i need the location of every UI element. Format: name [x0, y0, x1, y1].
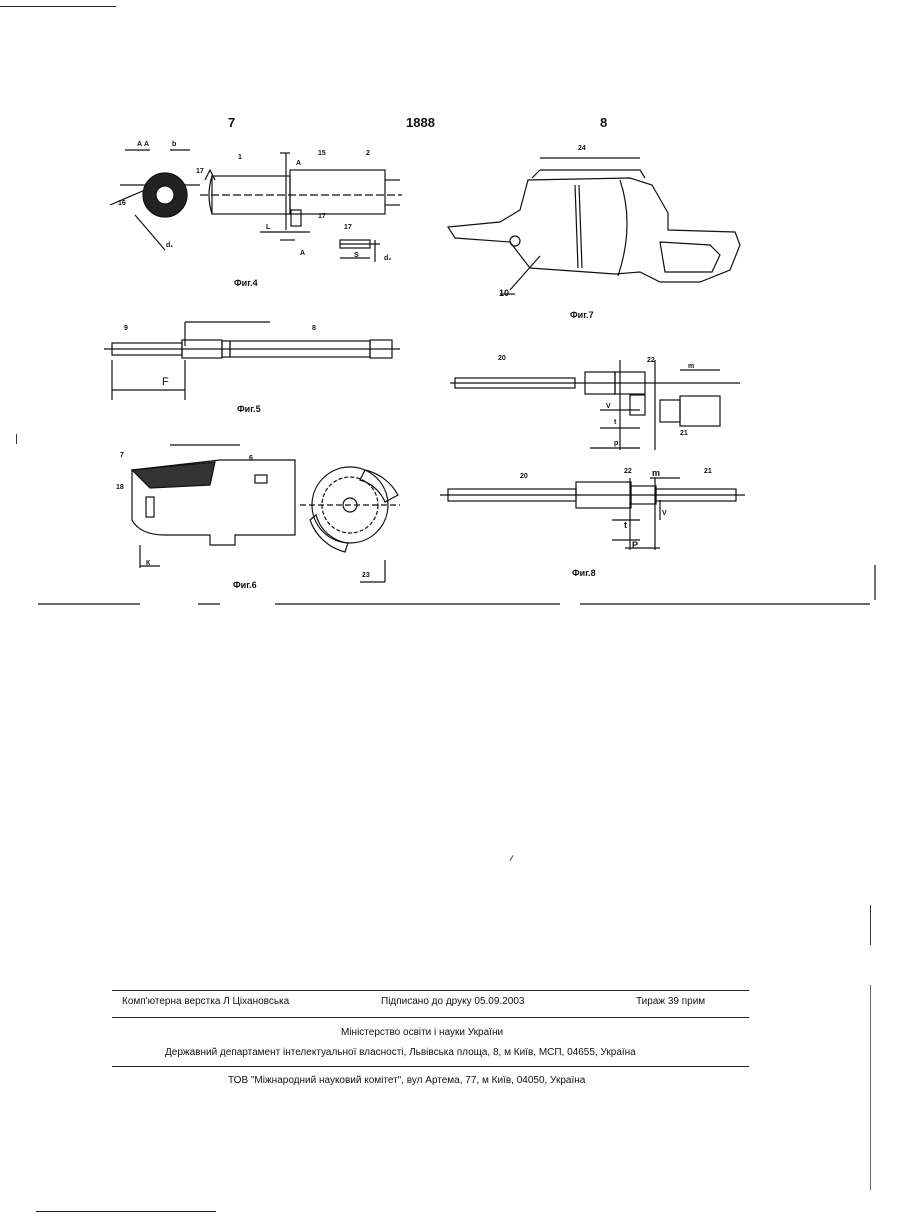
fig6-label-k: К: [146, 560, 150, 567]
margin-tick-left: [16, 434, 17, 444]
fig8-label-mb: m: [652, 468, 660, 478]
fig4-label-a-bottom: А: [300, 250, 305, 257]
technical-drawings: [0, 0, 900, 620]
footer-rule-bottom: [112, 1066, 749, 1067]
footer-typesetting: Комп'ютерна верстка Л Ціхановська: [122, 996, 289, 1007]
fig6-label-23: 23: [362, 572, 370, 579]
fig5-label-f: F: [162, 376, 169, 388]
fig5-label-9: 9: [124, 325, 128, 332]
right-margin-mark-1: [870, 905, 871, 945]
fig4-label-17a: 17: [196, 168, 204, 175]
fig8-caption: Фиг.8: [572, 568, 596, 578]
fig8-label-21a: 21: [680, 430, 688, 437]
fig4-label-2: 2: [366, 150, 370, 157]
fig4-label-1: 1: [238, 154, 242, 161]
fig8-label-ma: m: [688, 363, 694, 370]
fig7-label-10: 10: [499, 288, 509, 298]
fig5-caption: Фиг.5: [237, 404, 261, 414]
footer-signed: Підписано до друку 05.09.2003: [381, 996, 524, 1007]
footer-publisher: ТОВ "Міжнародний науковий комітет", вул …: [228, 1075, 585, 1086]
fig7-label-24: 24: [578, 145, 586, 152]
fig7-drawing: [448, 158, 740, 294]
fig8-label-22b: 22: [624, 468, 632, 475]
fig4-label-s: S: [354, 252, 359, 259]
fig8-upper-drawing: [450, 360, 740, 450]
fig8-label-tb: t: [624, 520, 627, 530]
fig8-label-pa: p: [614, 440, 618, 447]
fig6-drawing: [132, 445, 400, 582]
stray-tick: [510, 855, 514, 861]
footer-department: Державний департамент інтелектуальної вл…: [165, 1047, 636, 1058]
footer-rule-top: [112, 990, 749, 991]
fig8-label-pb: P: [632, 540, 638, 550]
fig8-label-22a: 22: [647, 357, 655, 364]
fig7-caption: Фиг.7: [570, 310, 594, 320]
right-margin-mark-2: [870, 985, 871, 1190]
fig4-label-15: 15: [318, 150, 326, 157]
fig8-label-20a: 20: [498, 355, 506, 362]
fig4-caption: Фиг.4: [234, 278, 258, 288]
footer-rule-middle: [112, 1017, 749, 1018]
fig5-label-8: 8: [312, 325, 316, 332]
fig8-label-va: V: [606, 403, 611, 410]
fig6-label-18: 18: [116, 484, 124, 491]
fig8-label-vb: V: [662, 510, 667, 517]
fig8-lower-drawing: [440, 478, 745, 550]
fig8-label-21b: 21: [704, 468, 712, 475]
fig6-label-7: 7: [120, 452, 124, 459]
fig4-label-16: 16: [118, 200, 126, 207]
fig4-label-17b: 17: [318, 213, 326, 220]
footer-print-run: Тираж 39 прим: [636, 996, 705, 1007]
fig4-label-b: b: [172, 141, 176, 148]
fig6-caption: Фиг.6: [233, 580, 257, 590]
fig4-label-l: L: [266, 224, 270, 231]
fig4-drawing: [110, 150, 402, 262]
fig8-label-20b: 20: [520, 473, 528, 480]
fig6-label-6: 6: [249, 455, 253, 462]
footer-ministry: Міністерство освіти і науки України: [341, 1027, 503, 1038]
bottom-left-rule: [36, 1211, 216, 1212]
fig4-label-17c: 17: [344, 224, 352, 231]
fig4-label-aa: А А: [137, 141, 149, 148]
fig5-drawing: [104, 322, 400, 400]
fig4-label-d1: d₁: [166, 242, 173, 249]
fig4-label-a-top: А: [296, 160, 301, 167]
fig8-label-ta: t: [614, 419, 616, 426]
fig4-label-d2: d₂: [384, 255, 391, 262]
